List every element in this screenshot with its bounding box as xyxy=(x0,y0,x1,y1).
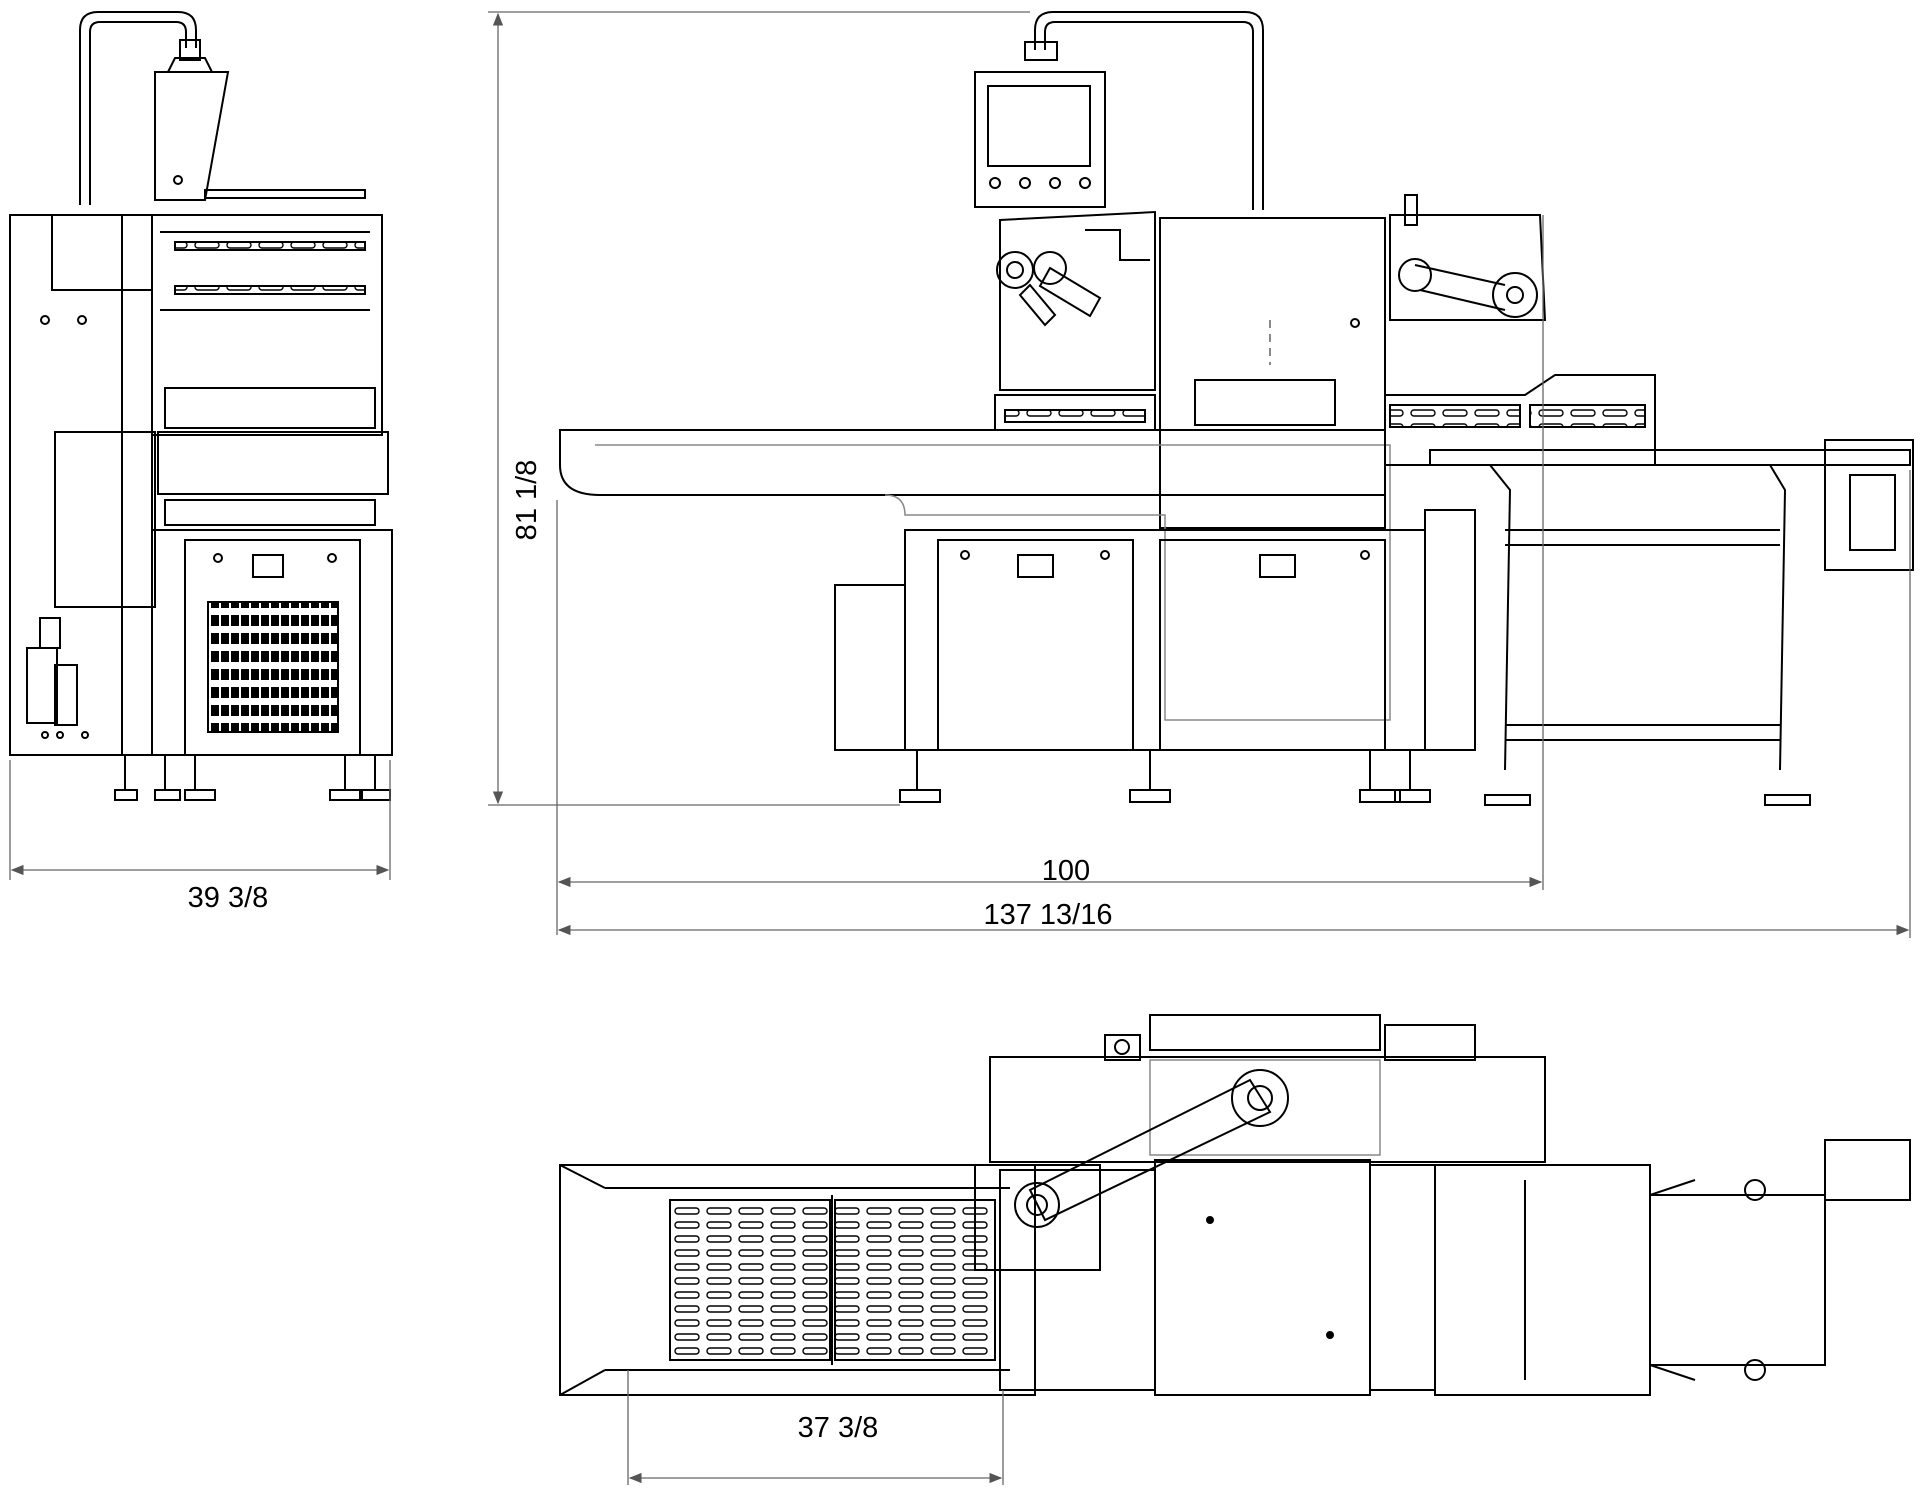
side-view xyxy=(559,11,1914,806)
door-panel xyxy=(54,431,156,608)
side-feet xyxy=(899,750,1431,803)
dim-loading-length: 37 3/8 xyxy=(798,1412,879,1444)
dim-height: 81 1/8 xyxy=(511,460,543,541)
front-feet xyxy=(114,755,391,801)
outfeed-conveyor xyxy=(1384,374,1656,466)
dimension-lines xyxy=(9,11,1911,1485)
front-view xyxy=(9,11,393,801)
sealing-station xyxy=(1159,217,1386,529)
film-unwind-housing xyxy=(999,210,1156,391)
seal-bar xyxy=(157,431,389,495)
dim-total-length: 137 13/16 xyxy=(983,899,1112,931)
hmi-panel xyxy=(974,71,1106,208)
film-rewind-housing xyxy=(1389,214,1547,321)
top-housing xyxy=(989,1056,1546,1163)
infeed-conveyor xyxy=(559,429,1386,496)
dim-front-width: 39 3/8 xyxy=(188,882,269,914)
top-view xyxy=(559,1014,1911,1396)
dimension-labels: 39 3/8 81 1/8 100 137 13/16 37 3/8 xyxy=(188,460,1113,1444)
upper-chamber xyxy=(151,214,383,436)
outfeed-motor xyxy=(1824,439,1914,571)
top-seal-block xyxy=(1154,1159,1371,1396)
dim-inner-length: 100 xyxy=(1042,855,1090,887)
top-infeed xyxy=(559,1164,1036,1396)
